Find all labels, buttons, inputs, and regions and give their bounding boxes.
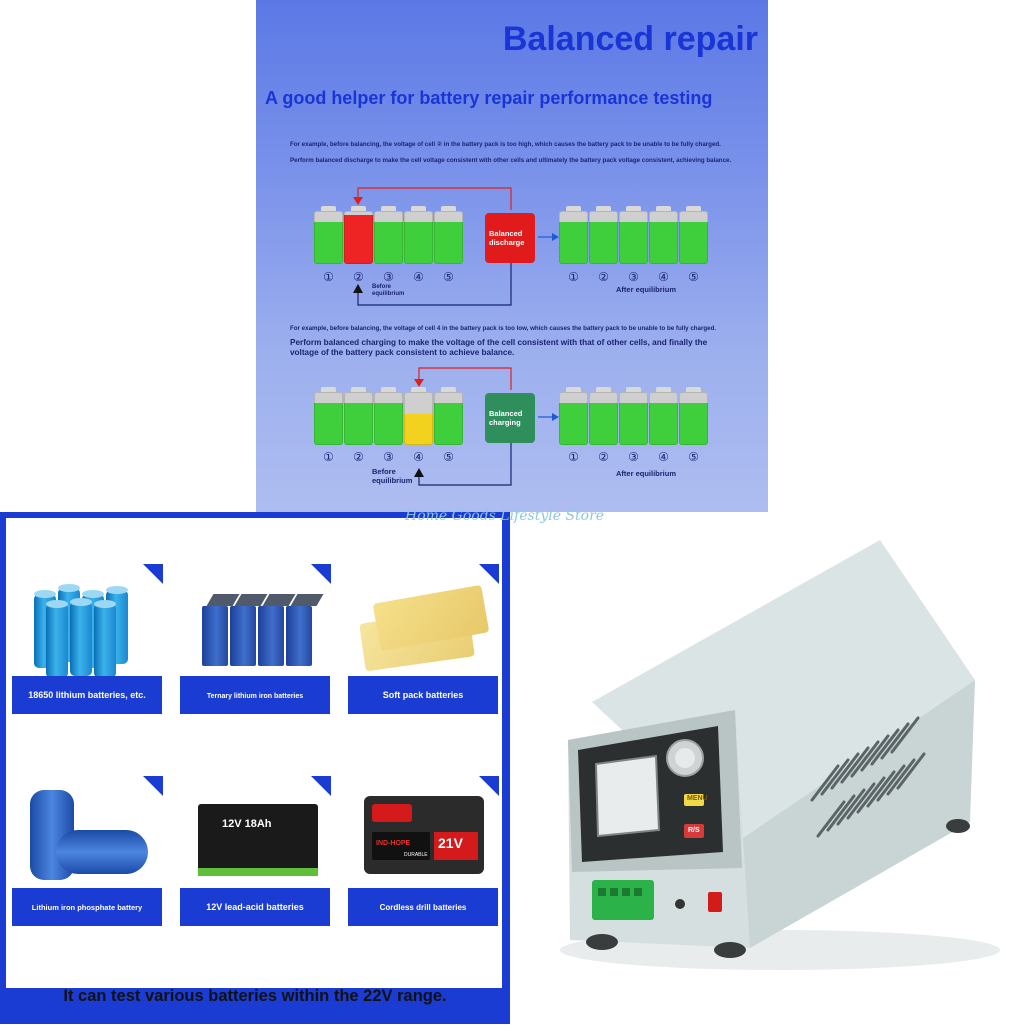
drill-brand: IND-HOPE [376,840,411,847]
battery-type-card-drill: IND-HOPE 21V DURABLE Cordless drill batt… [348,776,499,926]
battery-cell [434,387,463,445]
battery-cell [619,206,648,264]
cell-number: ③ [383,450,394,464]
cell-number: ② [353,270,364,284]
battery-cell [679,387,708,445]
battery-type-card-ternary: Ternary lithium iron batteries [180,564,331,714]
drill-print: DURABLE [404,852,428,858]
cell-number: ③ [383,270,394,284]
battery-cell [589,206,618,264]
voltage-range-text: It can test various batteries within the… [63,987,447,1005]
store-watermark: Home Goods Lifestyle Store [405,508,605,524]
battery-type-card-18650: 18650 lithium batteries, etc. [12,564,163,714]
battery-cell [679,206,708,264]
discharge-before-cells [314,206,463,264]
cell-number: ② [598,450,609,464]
charge-note-1: For example, before balancing, the volta… [290,325,717,332]
cell-number: ④ [413,270,424,284]
after-equilibrium-label: After equilibrium [616,469,677,478]
discharge-after-cells [559,206,708,264]
cylindrical-batteries-illustration [12,564,162,678]
battery-type-label: Soft pack batteries [382,690,464,700]
device-photo: MENU R/S [520,530,1024,1024]
cell-number: ① [568,270,579,284]
battery-type-label: 12V lead-acid batteries [206,902,304,912]
battery-cell [344,387,373,445]
before-equilibrium-label: Before equilibrium [372,467,413,485]
charge-arrows [414,367,559,486]
battery-type-label: Ternary lithium iron batteries [206,693,304,700]
run-stop-button-label: R/S [688,827,700,834]
battery-cell [619,387,648,445]
after-equilibrium-label: After equilibrium [616,285,677,294]
battery-cell [649,206,678,264]
cell-number: ① [323,450,334,464]
discharge-after-numbers: ① ② ③ ④ ⑤ [559,270,708,284]
cell-number: ⑤ [443,450,454,464]
cell-number: ④ [413,450,424,464]
cell-number: ⑤ [688,270,699,284]
menu-button-label: MENU [687,795,708,802]
balanced-repair-panel: Balanced repair A good helper for batter… [256,0,768,512]
battery-type-label: Cordless drill batteries [379,903,467,912]
battery-cell-low [404,387,433,445]
charge-after-cells [559,387,708,445]
battery-cell [589,387,618,445]
charge-before-numbers: ① ② ③ ④ ⑤ [314,450,463,464]
cell-number: ① [568,450,579,464]
cell-number: ④ [658,270,669,284]
before-equilibrium-label: Before equilibrium [372,284,405,297]
charge-before-cells [314,387,463,445]
battery-type-label: 18650 lithium batteries, etc. [28,690,146,700]
discharge-arrows [353,187,559,306]
battery-cell [649,387,678,445]
cell-number: ① [323,270,334,284]
discharge-note-2: Perform balanced discharge to make the c… [290,157,732,164]
cell-number: ② [598,270,609,284]
balanced-discharge-box: Balanced discharge [485,213,535,263]
battery-type-card-lifepo4: Lithium iron phosphate battery [12,776,163,926]
charge-note-2: Perform balanced charging to make the vo… [290,338,708,357]
battery-cell [559,206,588,264]
battery-types-grid: 18650 lithium batteries, etc. Ternary li… [6,518,502,988]
battery-cell [559,387,588,445]
battery-cell-high [344,206,373,264]
battery-types-panel: 18650 lithium batteries, etc. Ternary li… [0,512,510,1024]
battery-cell [434,206,463,264]
lead-acid-print: 12V 18Ah [222,818,272,830]
cell-number: ③ [628,270,639,284]
drill-voltage: 21V [438,835,463,851]
discharge-before-numbers: ① ② ③ ④ ⑤ [314,270,463,284]
panel-subtitle: A good helper for battery repair perform… [265,88,713,108]
charge-after-numbers: ① ② ③ ④ ⑤ [559,450,708,464]
battery-cell [314,206,343,264]
drill-battery-illustration: IND-HOPE 21V DURABLE [348,776,498,888]
cell-number: ③ [628,450,639,464]
battery-cell [374,206,403,264]
cell-number: ⑤ [443,270,454,284]
large-cylinder-illustration [12,776,162,888]
discharge-note-1: For example, before balancing, the volta… [290,141,721,148]
battery-cell [374,387,403,445]
battery-type-card-soft-pack: Soft pack batteries [348,564,499,714]
prismatic-cells-illustration [180,564,330,676]
battery-type-label: Lithium iron phosphate battery [31,903,143,912]
cell-number: ⑤ [688,450,699,464]
cell-number: ② [353,450,364,464]
battery-cell [314,387,343,445]
device-illustration [560,540,1000,970]
lead-acid-battery-illustration: 12V 18Ah [180,776,330,888]
battery-cell [404,206,433,264]
balanced-charging-box: Balanced charging [485,393,535,443]
pouch-cells-illustration [348,564,498,676]
panel-title: Balanced repair [502,20,758,58]
cell-number: ④ [658,450,669,464]
battery-type-card-lead-acid: 12V 18Ah 12V lead-acid batteries [180,776,331,926]
